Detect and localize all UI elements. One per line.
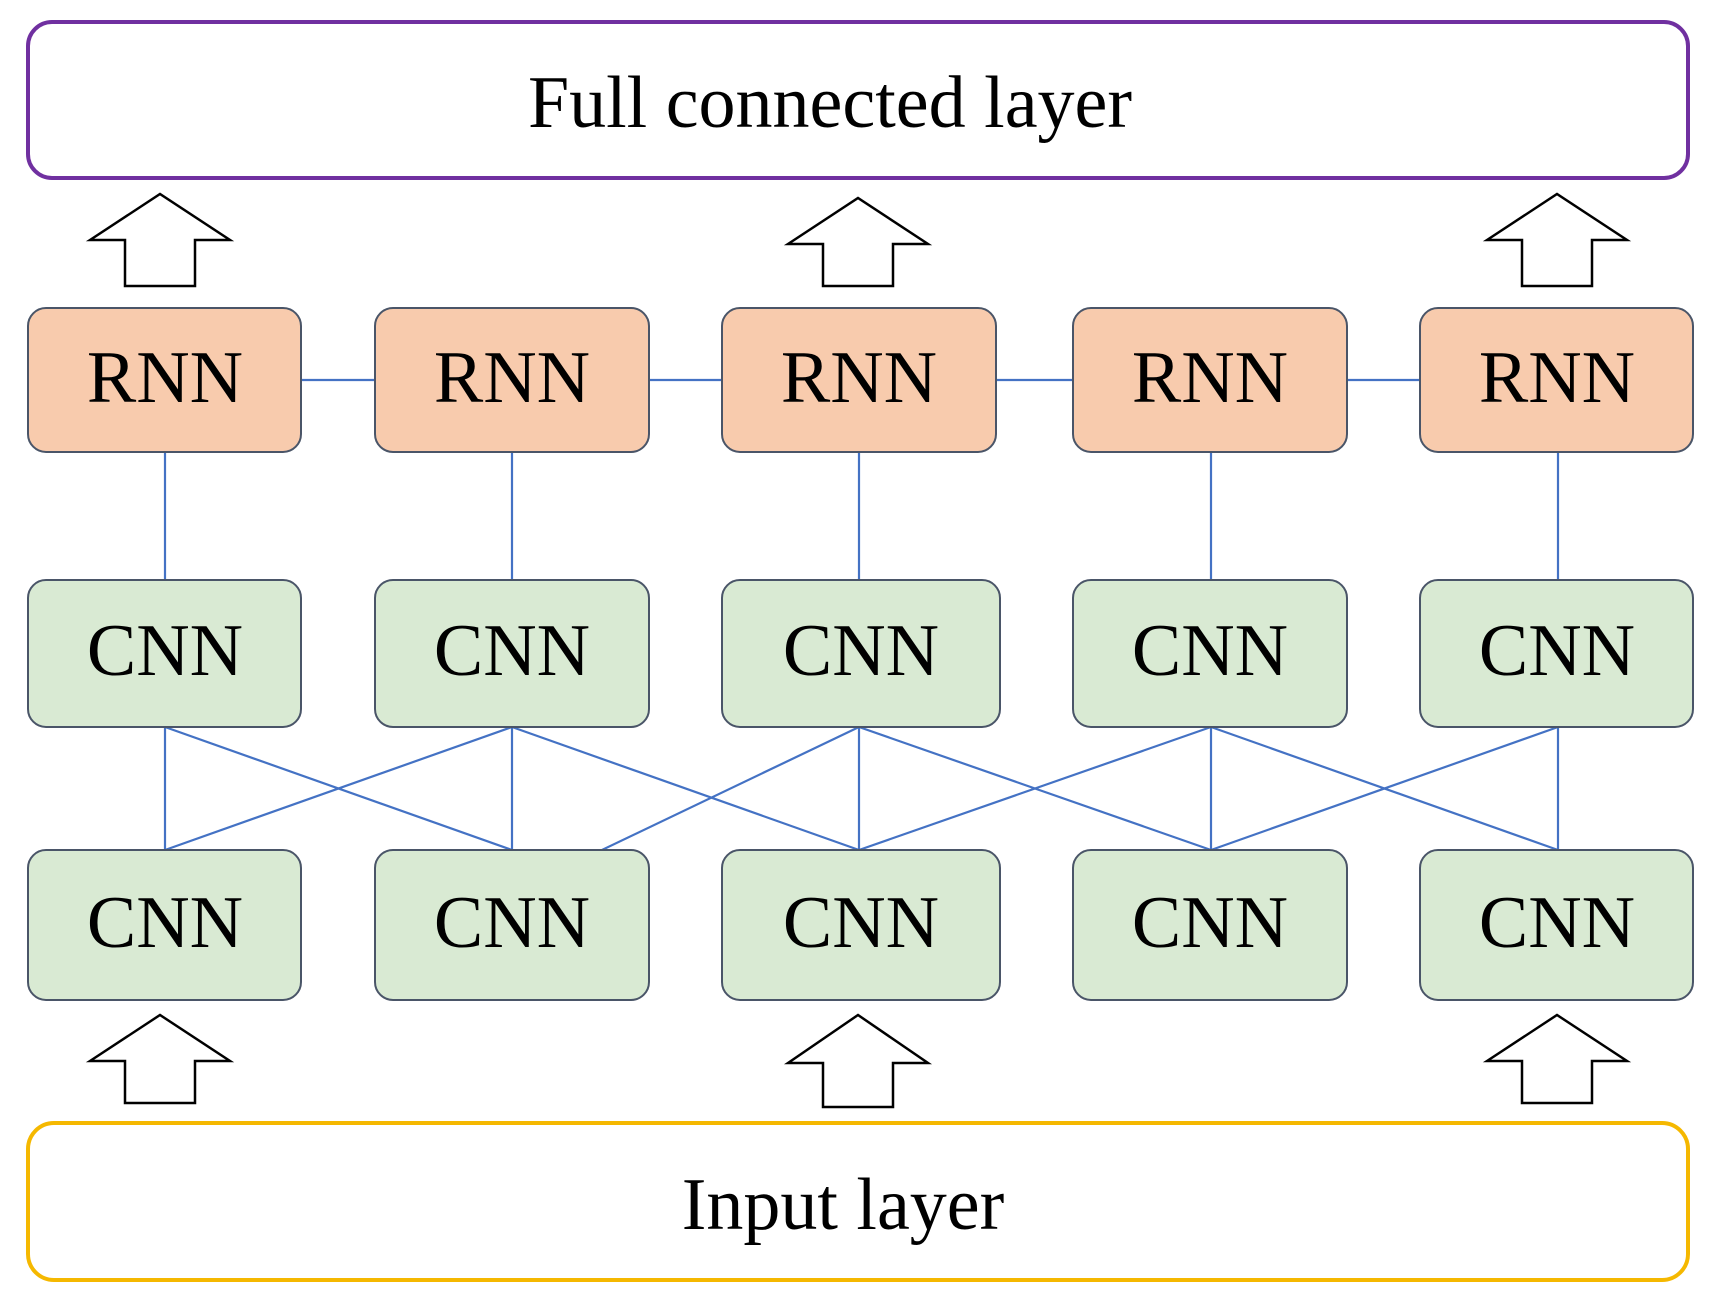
- connections: [163, 378, 1560, 894]
- cnn-node-label: CNN: [783, 882, 939, 964]
- rnn-node-box: [721, 307, 997, 453]
- bottom-arrows: [85, 1013, 1632, 1109]
- hollow-up-arrow-icon: [1482, 1013, 1632, 1105]
- cnn-node: CNN: [721, 579, 1001, 728]
- cnn-node-box: [1072, 579, 1348, 728]
- hollow-up-arrow-icon: [85, 192, 235, 288]
- rnn-row: RNN RNN RNN RNN RNN: [27, 307, 1694, 453]
- cnn-cross-link: [1210, 725, 1559, 852]
- cnn-node-box: [1419, 579, 1694, 728]
- cnn-node-label: CNN: [434, 882, 590, 964]
- top-arrows: [85, 192, 1632, 288]
- cnn-cross-link: [511, 725, 860, 852]
- rnn-node-box: [1419, 307, 1694, 453]
- cnn-node-label: CNN: [87, 882, 243, 964]
- cnn-node-label: CNN: [1132, 882, 1288, 964]
- rnn-node: RNN: [721, 307, 997, 453]
- rnn-node-box: [27, 307, 302, 453]
- cnn-node-label: CNN: [1479, 882, 1635, 964]
- cnn-node: CNN: [1072, 849, 1348, 1001]
- cnn-node-label: CNN: [1479, 610, 1635, 692]
- cnn-node-box: [374, 849, 650, 1001]
- rnn-node: RNN: [374, 307, 650, 453]
- rnn-node: RNN: [1419, 307, 1694, 453]
- cnn-cross-link: [858, 725, 1212, 852]
- rnn-node-label: RNN: [87, 337, 243, 419]
- cnn-node-label: CNN: [783, 610, 939, 692]
- cnn-node: CNN: [27, 579, 302, 728]
- cnn-node-label: CNN: [1132, 610, 1288, 692]
- cnn-node: CNN: [1072, 579, 1348, 728]
- hollow-up-arrow-icon: [783, 196, 933, 288]
- cnn-node-box: [1072, 849, 1348, 1001]
- rnn-node-label: RNN: [1479, 337, 1635, 419]
- hollow-up-arrow-icon: [85, 1013, 235, 1105]
- rnn-node-label: RNN: [1132, 337, 1288, 419]
- full-connected-layer: Full connected layer: [26, 20, 1690, 180]
- cnn-lower-row: CNN CNN CNN CNN CNN: [27, 849, 1694, 1001]
- cnn-node-label: CNN: [87, 610, 243, 692]
- cnn-node: CNN: [27, 849, 302, 1001]
- input-layer-label: Input layer: [682, 1164, 1005, 1246]
- cnn-node: CNN: [1419, 579, 1694, 728]
- cnn-node: CNN: [1419, 849, 1694, 1001]
- rnn-node: RNN: [1072, 307, 1348, 453]
- cnn-node-box: [1419, 849, 1694, 1001]
- input-layer-box: [26, 1121, 1690, 1282]
- cnn-node: CNN: [374, 579, 650, 728]
- cnn-upper-row: CNN CNN CNN CNN CNN: [27, 579, 1694, 728]
- cnn-node-box: [27, 579, 302, 728]
- cnn-node-box: [27, 849, 302, 1001]
- cnn-node-box: [721, 579, 1001, 728]
- input-layer: Input layer: [26, 1121, 1690, 1282]
- full-connected-layer-label: Full connected layer: [528, 62, 1132, 144]
- full-connected-layer-box: [26, 20, 1690, 180]
- rnn-node-box: [1072, 307, 1348, 453]
- cnn-node: CNN: [374, 849, 650, 1001]
- hollow-up-arrow-icon: [783, 1013, 933, 1109]
- rnn-node-label: RNN: [781, 337, 937, 419]
- rnn-node-label: RNN: [434, 337, 590, 419]
- cnn-node-box: [721, 849, 1001, 1001]
- rnn-node: RNN: [27, 307, 302, 453]
- rnn-node-box: [374, 307, 650, 453]
- cnn-cross-link: [164, 725, 513, 852]
- hollow-up-arrow-icon: [1482, 192, 1632, 288]
- cnn-node-box: [374, 579, 650, 728]
- cnn-node: CNN: [721, 849, 1001, 1001]
- cnn-node-label: CNN: [434, 610, 590, 692]
